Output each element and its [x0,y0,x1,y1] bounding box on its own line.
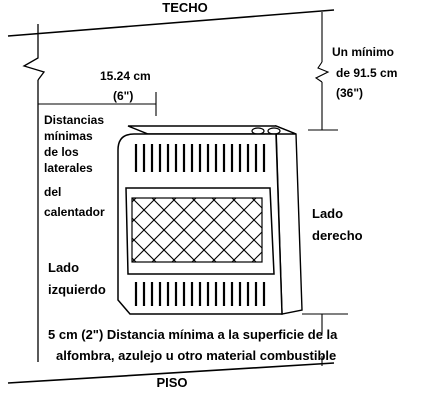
bottom-note-line2: alfombra, azulejo u otro material combus… [56,348,336,363]
ceiling-label: TECHO [162,0,208,15]
right-side-line1: Lado [312,206,343,221]
side-note-line-3: de los [44,145,79,159]
ceiling: TECHO [7,0,335,37]
bottom-note: 5 cm (2") Distancia mínima a la superfic… [48,327,338,363]
floor-label: PISO [156,375,187,390]
left-side-line1: Lado [48,260,79,275]
side-note-line-2: mínimas [44,129,93,143]
right-side-line2: derecho [312,228,363,243]
side-distance-line1: 15.24 cm [100,69,151,83]
bottom-note-line1: 5 cm (2") Distancia mínima a la superfic… [48,327,338,342]
side-note-line-4: laterales [44,161,93,175]
side-note: Distancias mínimas de los laterales del … [44,113,105,219]
top-dimension-line1: Un mínimo [332,45,394,59]
top-dimension-line2: de 91.5 cm [336,66,397,80]
control-knob-icon [251,127,265,135]
grill-lattice [132,198,262,262]
side-distance-line2: (6") [113,89,133,103]
top-louvers [134,144,266,172]
side-clearance-dimension: 15.24 cm (6") [38,69,157,116]
top-dimension-line3: (36") [336,86,363,100]
heater [117,124,303,315]
side-note-line-6: calentador [44,205,105,219]
floor-line [7,362,335,384]
left-side-label: Lado izquierdo [48,260,106,297]
control-knob-icon [267,127,281,135]
floor: PISO [7,362,335,390]
bottom-clearance-dimension [302,313,348,366]
top-clearance-dimension: Un mínimo de 91.5 cm (36") [308,12,397,131]
side-note-line-1: Distancias [44,113,104,127]
bottom-louvers [134,282,266,306]
left-wall [22,24,46,362]
wall-break-symbol [22,24,46,81]
grill-screen [131,197,263,263]
ceiling-line [7,9,335,37]
left-side-line2: izquierdo [48,282,106,297]
side-note-line-5: del [44,185,61,199]
right-side-label: Lado derecho [312,206,363,243]
